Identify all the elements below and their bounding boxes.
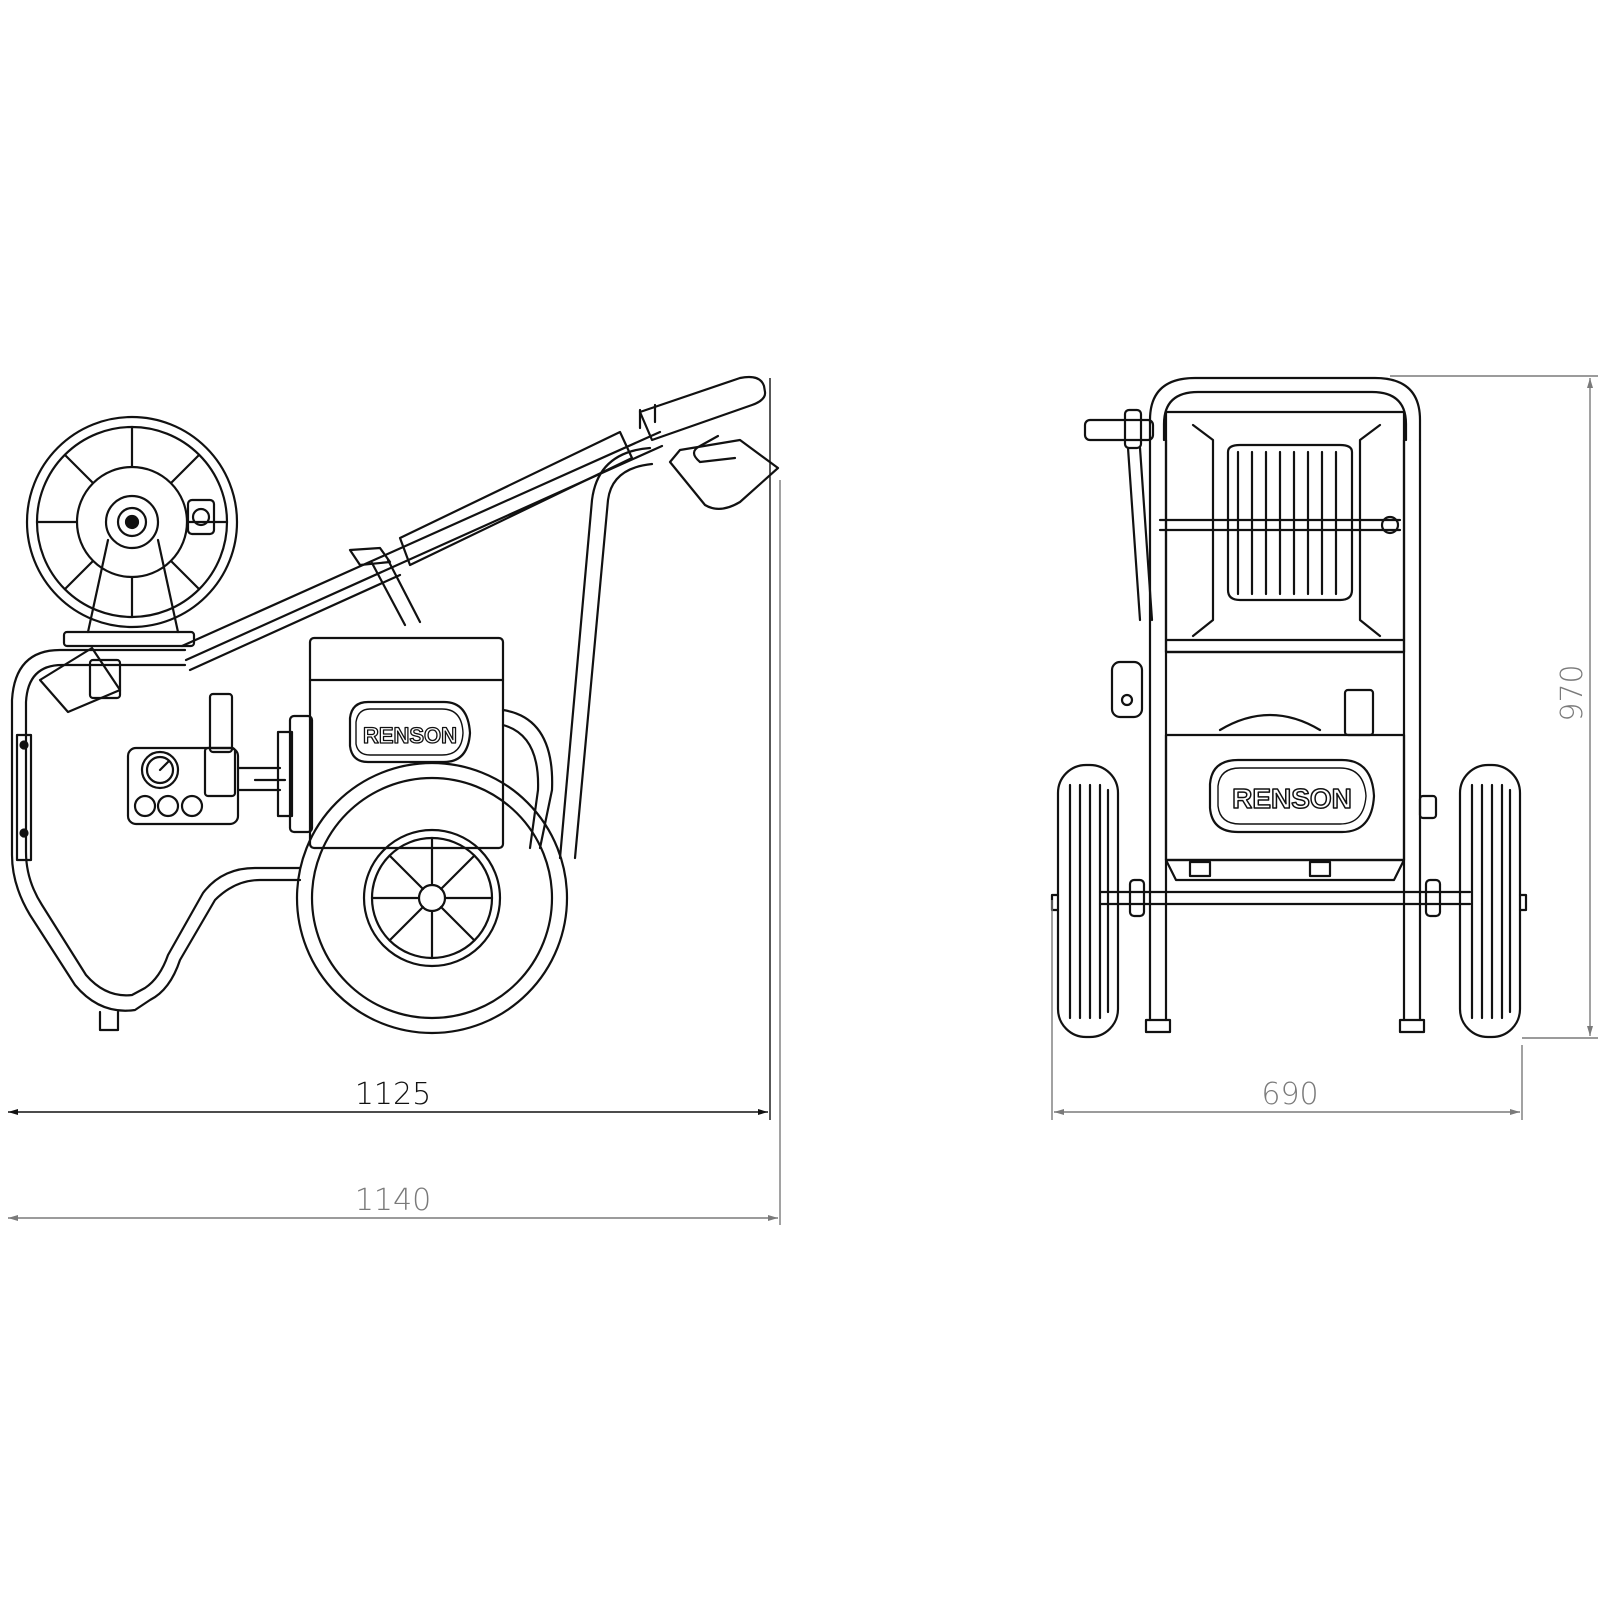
logo-front: RENSON [1208, 758, 1376, 834]
front-upright-right [1402, 438, 1422, 1022]
front-handle [1148, 376, 1422, 442]
dimension-label-1125: 1125 [355, 1077, 431, 1112]
extension-lines-970 [1390, 375, 1598, 1039]
front-axle [1098, 890, 1472, 906]
hose-reel-front [1158, 423, 1402, 638]
side-view: RENSON [10, 375, 780, 1035]
front-upright-left [1148, 438, 1168, 1022]
nozzle-holder [38, 646, 122, 714]
reel-crank [1083, 408, 1155, 719]
spray-lance-side [180, 375, 780, 672]
hose-reel-side [25, 415, 239, 648]
dimension-labels: 1125 1140 690 970 [355, 664, 1590, 1218]
logo-text-side: RENSON [363, 723, 457, 748]
extension-lines-690 [1051, 900, 1523, 1120]
dimension-label-690: 690 [1261, 1077, 1318, 1112]
front-reel-frame [1164, 410, 1406, 654]
wheel-side [295, 761, 569, 1035]
motor-housing-side [276, 636, 554, 850]
dimension-label-970: 970 [1555, 664, 1590, 721]
logo-text-front: RENSON [1232, 783, 1352, 814]
front-view: RENSON [1050, 376, 1528, 1039]
side-frame [10, 446, 654, 1012]
dimension-label-1140: 1140 [355, 1183, 431, 1218]
pump-side [126, 692, 287, 826]
front-wheel-right [1458, 763, 1528, 1039]
side-frame-plate [15, 733, 33, 862]
logo-side: RENSON [348, 700, 472, 764]
motor-housing-front [1164, 688, 1406, 882]
dimension-lines [8, 375, 1598, 1225]
front-wheel-left [1050, 763, 1120, 1039]
side-foot [98, 1010, 120, 1032]
